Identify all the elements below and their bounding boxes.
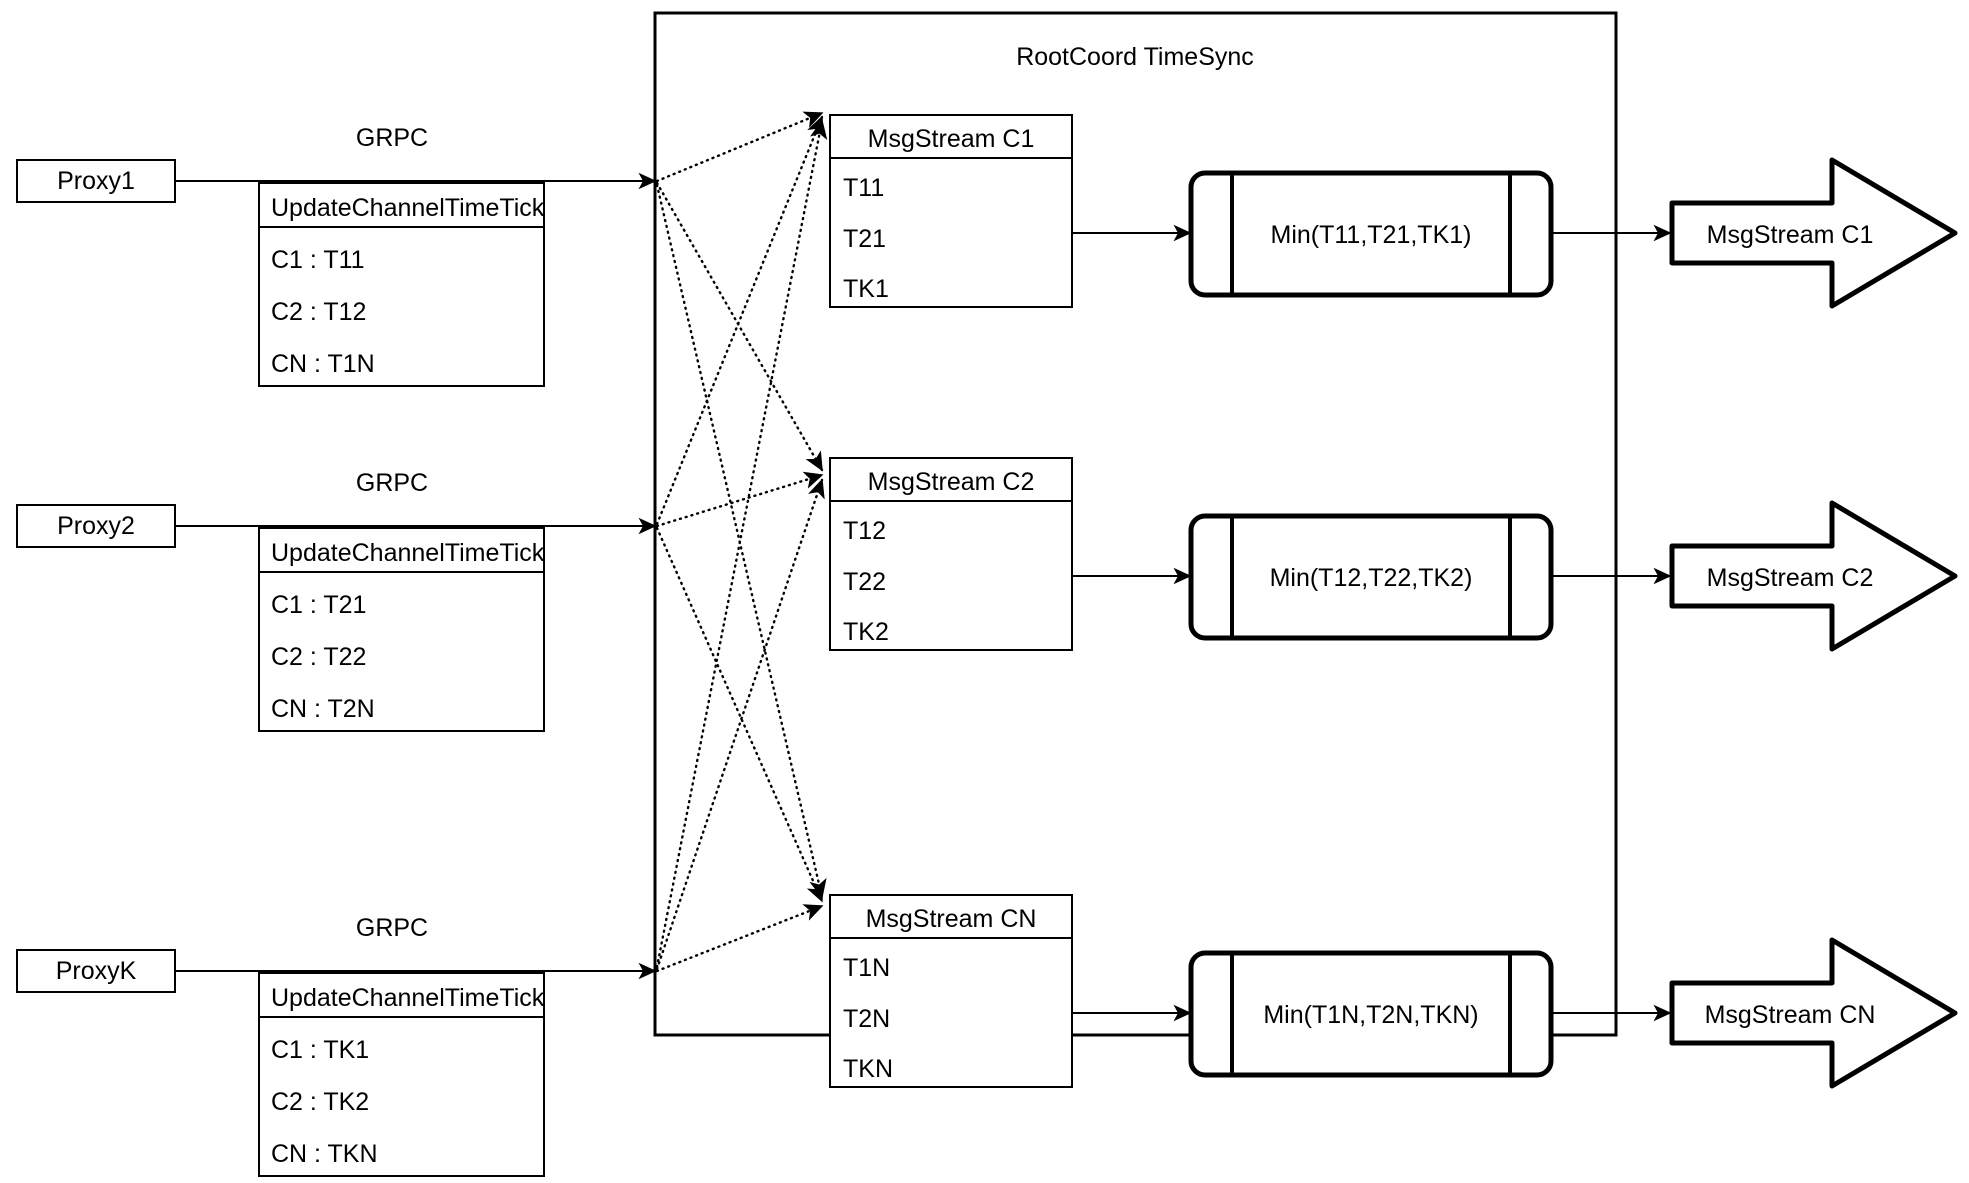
- timetick-fanout-connectors: [655, 111, 828, 973]
- rpc-table-title-2: UpdateChannelTimeTick: [271, 539, 545, 567]
- fanout-p1-c2: [655, 181, 824, 472]
- proxy-label-2: Proxy2: [57, 512, 135, 540]
- msgstream-row-2-0: T12: [843, 517, 886, 545]
- update-channel-timetick-table-3: UpdateChannelTimeTick C1 : TK1 C2 : TK2 …: [258, 972, 545, 1177]
- output-msgstream-arrow-1[interactable]: MsgStream C1: [1669, 157, 1958, 309]
- fanout-pk-cn: [655, 904, 824, 973]
- proxy-label-1: Proxy1: [57, 167, 135, 195]
- grpc-link-label-3: GRPC: [356, 914, 428, 942]
- msgstream-table-border-2: [829, 457, 1073, 651]
- output-arrow-label-1: MsgStream C1: [1707, 221, 1874, 249]
- rpc-table-row-3-1: C2 : TK2: [271, 1088, 369, 1116]
- msgstream-row-1-2: TK1: [843, 275, 889, 303]
- rpc-table-row-3-0: C1 : TK1: [271, 1036, 369, 1064]
- msgstream-row-3-0: T1N: [843, 954, 890, 982]
- proxy-group-1: Proxy1 GRPC UpdateChannelTimeTick C1 : T…: [16, 124, 657, 387]
- channel-group-2: MsgStream C2 T12 T22 TK2 Min(T12,T22,TK2…: [829, 457, 1958, 652]
- msgstream-table-1: MsgStream C1 T11 T21 TK1: [829, 114, 1073, 308]
- grpc-link-label-2: GRPC: [356, 469, 428, 497]
- fanout-p2-cn: [655, 526, 824, 903]
- proxy-label-3: ProxyK: [56, 957, 137, 985]
- update-channel-timetick-table-1: UpdateChannelTimeTick C1 : T11 C2 : T12 …: [258, 182, 545, 387]
- channel-group-3: MsgStream CN T1N T2N TKN Min(T1N,T2N,TKN…: [829, 894, 1958, 1089]
- rpc-table-row-1-1: C2 : T12: [271, 298, 366, 326]
- min-process-label-3: Min(T1N,T2N,TKN): [1263, 1001, 1478, 1029]
- rpc-table-row-1-2: CN : T1N: [271, 350, 375, 378]
- output-arrow-shape-1: [1669, 157, 1958, 309]
- fanout-p2-c2: [655, 471, 824, 528]
- output-msgstream-arrow-2[interactable]: MsgStream C2: [1669, 500, 1958, 652]
- output-arrow-shape-3: [1669, 937, 1958, 1089]
- proxy-box-3[interactable]: [16, 949, 176, 993]
- msgstream-table-border-1: [829, 114, 1073, 308]
- proxy-group-2: Proxy2 GRPC UpdateChannelTimeTick C1 : T…: [16, 469, 657, 732]
- msgstream-row-1-1: T21: [843, 225, 886, 253]
- fanout-p1-c1: [655, 111, 824, 183]
- output-msgstream-arrow-3[interactable]: MsgStream CN: [1669, 937, 1958, 1089]
- msgstream-table-title-1: MsgStream C1: [868, 125, 1035, 153]
- fanout-pk-c2: [655, 478, 825, 971]
- msgstream-table-3: MsgStream CN T1N T2N TKN: [829, 894, 1073, 1088]
- rpc-table-row-2-2: CN : T2N: [271, 695, 375, 723]
- rpc-table-border-2: [258, 527, 545, 732]
- proxy-group-3: ProxyK GRPC UpdateChannelTimeTick C1 : T…: [16, 914, 657, 1177]
- msgstream-row-1-0: T11: [843, 174, 884, 202]
- channel-group-1: MsgStream C1 T11 T21 TK1 Min(T11,T21,TK1…: [829, 114, 1958, 309]
- rpc-table-row-3-2: CN : TKN: [271, 1140, 378, 1168]
- rpc-table-row-2-0: C1 : T21: [271, 591, 366, 619]
- msgstream-table-title-2: MsgStream C2: [868, 468, 1035, 496]
- msgstream-row-3-2: TKN: [843, 1055, 893, 1083]
- grpc-link-label-1: GRPC: [356, 124, 428, 152]
- min-process-box-2[interactable]: Min(T12,T22,TK2): [1188, 513, 1554, 641]
- fanout-pk-c1: [655, 119, 828, 969]
- proxy-box-1[interactable]: [16, 159, 176, 203]
- min-process-box-1[interactable]: Min(T11,T21,TK1): [1188, 170, 1554, 298]
- min-process-label-2: Min(T12,T22,TK2): [1270, 564, 1473, 592]
- proxy-box-2[interactable]: [16, 504, 176, 548]
- rpc-table-title-1: UpdateChannelTimeTick: [271, 194, 545, 222]
- update-channel-timetick-table-2: UpdateChannelTimeTick C1 : T21 C2 : T22 …: [258, 527, 545, 732]
- rpc-table-row-2-1: C2 : T22: [271, 643, 366, 671]
- min-process-label-1: Min(T11,T21,TK1): [1271, 221, 1472, 249]
- msgstream-table-title-3: MsgStream CN: [866, 905, 1037, 933]
- msgstream-row-3-1: T2N: [843, 1005, 890, 1033]
- msgstream-row-2-2: TK2: [843, 618, 889, 646]
- output-arrow-label-2: MsgStream C2: [1707, 564, 1874, 592]
- min-process-box-3[interactable]: Min(T1N,T2N,TKN): [1188, 950, 1554, 1078]
- rpc-table-border-1: [258, 182, 545, 387]
- output-arrow-shape-2: [1669, 500, 1958, 652]
- output-arrow-label-3: MsgStream CN: [1705, 1001, 1876, 1029]
- rpc-table-title-3: UpdateChannelTimeTick: [271, 984, 545, 1012]
- fanout-p2-c1: [655, 115, 824, 526]
- rootcoord-container-title: RootCoord TimeSync: [1016, 43, 1254, 71]
- msgstream-row-2-1: T22: [843, 568, 886, 596]
- rpc-table-row-1-0: C1 : T11: [271, 246, 365, 274]
- msgstream-table-border-3: [829, 894, 1073, 1088]
- rpc-table-border-3: [258, 972, 545, 1177]
- msgstream-table-2: MsgStream C2 T12 T22 TK2: [829, 457, 1073, 651]
